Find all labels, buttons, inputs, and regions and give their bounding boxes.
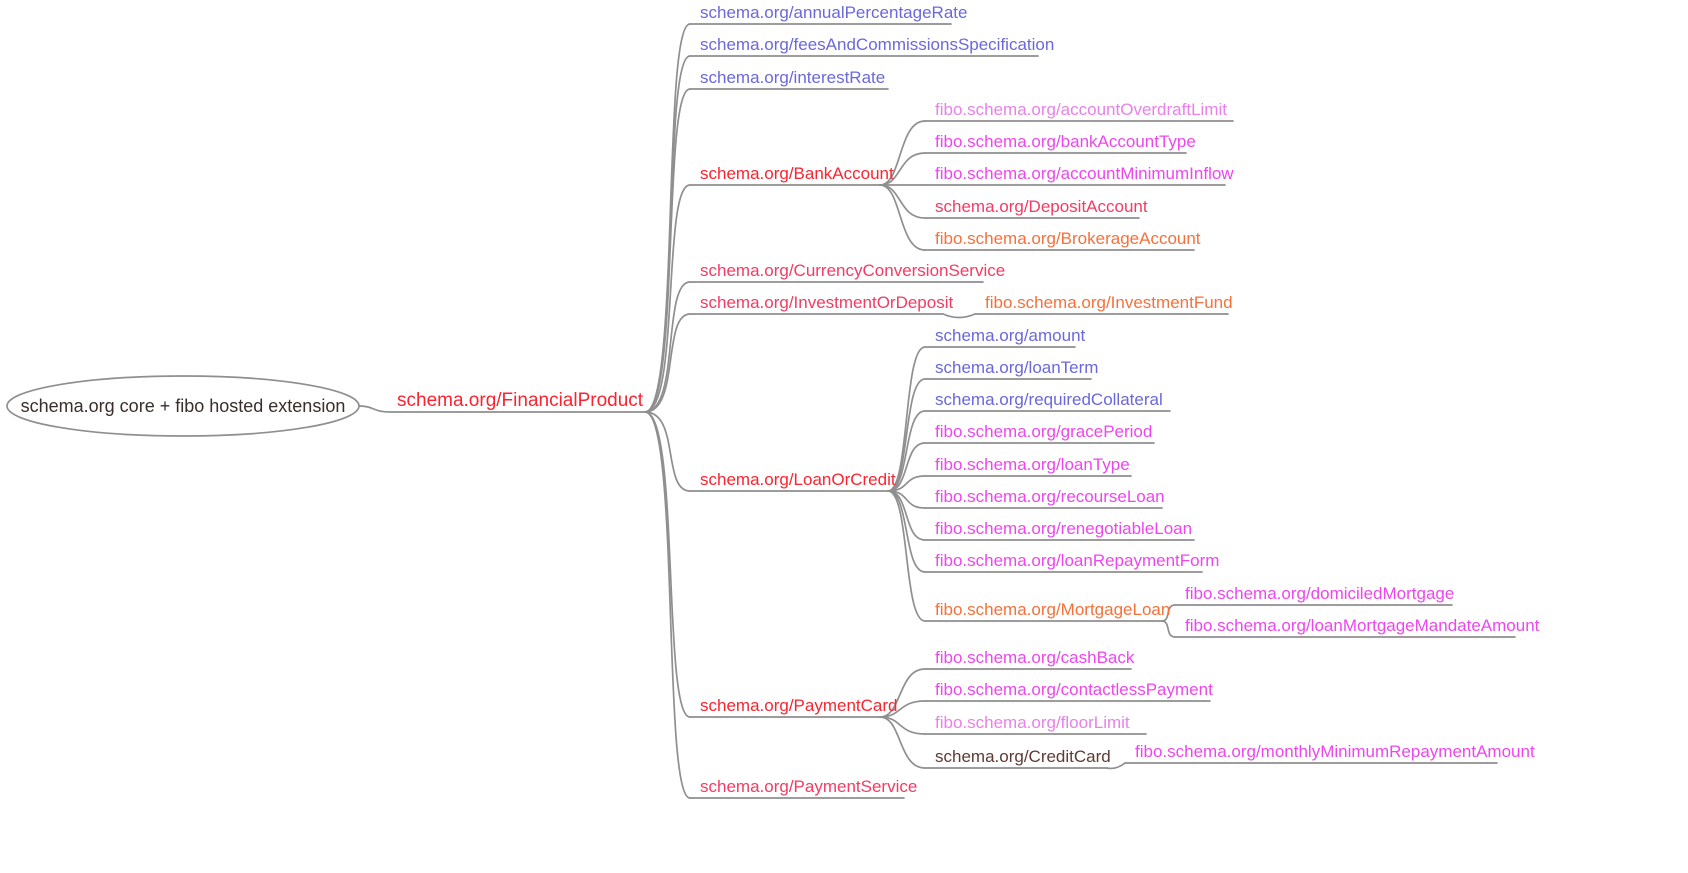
node-recourse-loan[interactable]: fibo.schema.org/recourseLoan <box>935 487 1165 506</box>
underlines-level2 <box>689 23 1039 799</box>
node-loan-mortgage-mandate-amount[interactable]: fibo.schema.org/loanMortgageMandateAmoun… <box>1185 616 1540 635</box>
node-account-overdraft-limit[interactable]: fibo.schema.org/accountOverdraftLimit <box>935 100 1227 119</box>
node-investment-or-deposit[interactable]: schema.org/InvestmentOrDeposit <box>700 293 954 312</box>
node-bank-account[interactable]: schema.org/BankAccount <box>700 164 894 183</box>
node-bank-account-type[interactable]: fibo.schema.org/bankAccountType <box>935 132 1196 151</box>
node-domiciled-mortgage[interactable]: fibo.schema.org/domiciledMortgage <box>1185 584 1455 603</box>
node-payment-card[interactable]: schema.org/PaymentCard <box>700 696 898 715</box>
node-cash-back[interactable]: fibo.schema.org/cashBack <box>935 648 1135 667</box>
node-financial-product[interactable]: schema.org/FinancialProduct <box>397 390 644 411</box>
node-mortgage-loan[interactable]: fibo.schema.org/MortgageLoan <box>935 600 1171 619</box>
node-amount[interactable]: schema.org/amount <box>935 326 1086 345</box>
node-fees-and-commissions-specification[interactable]: schema.org/feesAndCommissionsSpecificati… <box>700 35 1055 54</box>
node-monthly-minimum-repayment-amount[interactable]: fibo.schema.org/monthlyMinimumRepaymentA… <box>1135 742 1535 761</box>
edge-group-credit-card <box>1106 762 1498 770</box>
edge-group-bank-account <box>879 120 1234 251</box>
node-contactless-payment[interactable]: fibo.schema.org/contactlessPayment <box>935 680 1213 699</box>
node-deposit-account[interactable]: schema.org/DepositAccount <box>935 197 1148 216</box>
edge-group-financial-product <box>644 23 691 799</box>
edge-group-loan-or-credit <box>887 346 1203 622</box>
node-floor-limit[interactable]: fibo.schema.org/floorLimit <box>935 713 1130 732</box>
node-investment-fund[interactable]: fibo.schema.org/InvestmentFund <box>985 293 1233 312</box>
node-brokerage-account[interactable]: fibo.schema.org/BrokerageAccount <box>935 229 1201 248</box>
edge-group-payment-card <box>879 668 1211 769</box>
node-grace-period[interactable]: fibo.schema.org/gracePeriod <box>935 422 1153 441</box>
node-loan-repayment-form[interactable]: fibo.schema.org/loanRepaymentForm <box>935 551 1220 570</box>
edge-group-investment <box>942 313 1229 319</box>
node-interest-rate[interactable]: schema.org/interestRate <box>700 68 886 87</box>
edge <box>358 405 646 413</box>
node-credit-card[interactable]: schema.org/CreditCard <box>935 747 1111 766</box>
node-renegotiable-loan[interactable]: fibo.schema.org/renegotiableLoan <box>935 519 1193 538</box>
node-payment-service[interactable]: schema.org/PaymentService <box>700 777 918 796</box>
node-loan-or-credit[interactable]: schema.org/LoanOrCredit <box>700 470 896 489</box>
node-required-collateral[interactable]: schema.org/requiredCollateral <box>935 390 1163 409</box>
edge-group-mortgage-loan <box>1161 604 1516 638</box>
node-loan-type[interactable]: fibo.schema.org/loanType <box>935 455 1130 474</box>
node-currency-conversion-service[interactable]: schema.org/CurrencyConversionService <box>700 261 1006 280</box>
node-annual-percentage-rate[interactable]: schema.org/annualPercentageRate <box>700 3 968 22</box>
node-account-minimum-inflow[interactable]: fibo.schema.org/accountMinimumInflow <box>935 164 1234 183</box>
node-loan-term[interactable]: schema.org/loanTerm <box>935 358 1099 377</box>
node-root[interactable]: schema.org core + fibo hosted extension <box>20 395 346 416</box>
